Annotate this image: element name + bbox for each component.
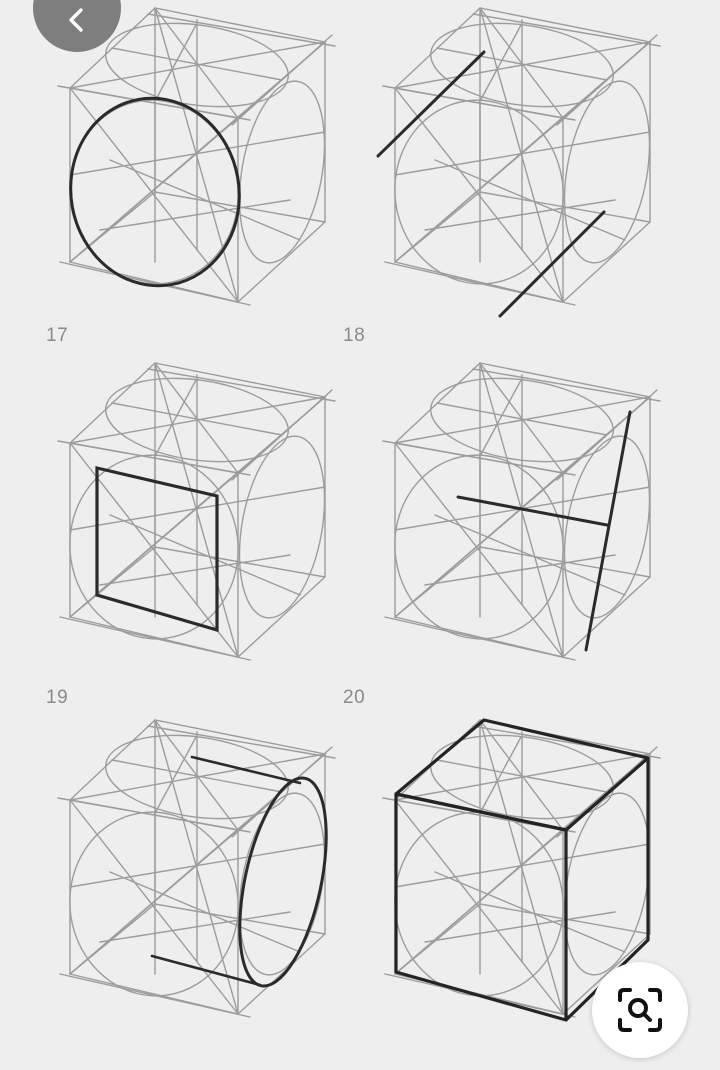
figure-20 [382, 362, 664, 661]
figure-label-19: 19 [46, 687, 69, 708]
figure-17 [57, 7, 339, 306]
figure-label-17: 17 [46, 325, 69, 346]
visual-search-button[interactable] [592, 962, 688, 1058]
figure-19 [57, 362, 339, 661]
chevron-left-icon [69, 8, 83, 32]
visual-search-icon [618, 988, 662, 1032]
figure-18 [376, 7, 664, 318]
figure-bottom-left [57, 719, 339, 1018]
figure-bottom-right [382, 718, 664, 1022]
figure-label-18: 18 [343, 325, 366, 346]
figure-label-20: 20 [343, 687, 366, 708]
